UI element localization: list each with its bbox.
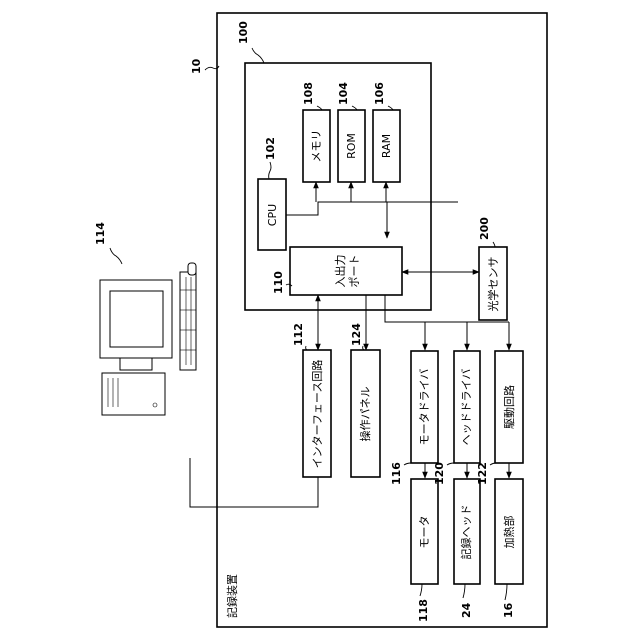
heating-unit-box: 加熱部 bbox=[495, 479, 523, 584]
motor-box: モータ bbox=[411, 479, 438, 584]
ram-box: RAM bbox=[373, 110, 400, 182]
ref-106: 106 bbox=[373, 82, 386, 105]
device-label: 記録装置 bbox=[225, 574, 239, 618]
ref-112: 112 bbox=[292, 323, 305, 346]
heating-unit-label: 加熱部 bbox=[502, 516, 516, 549]
optical-sensor-box: 光学センサ bbox=[479, 247, 507, 320]
ref-24: 24 bbox=[460, 602, 473, 618]
ref-10: 10 bbox=[190, 58, 203, 74]
ref-102: 102 bbox=[264, 137, 277, 160]
ref-104: 104 bbox=[337, 82, 350, 105]
head-driver-label: ヘッドドライバ bbox=[460, 369, 473, 446]
recording-head-label: 記録ヘッド bbox=[459, 505, 473, 560]
memory-label: メモリ bbox=[310, 130, 323, 163]
interface-circuit-box: インターフェース回路 bbox=[303, 350, 331, 477]
io-port-box: 入出力 ポート bbox=[290, 247, 402, 295]
operation-panel-label: 操作パネル bbox=[358, 387, 372, 442]
ref-116: 116 bbox=[390, 462, 403, 485]
bus-cpu bbox=[286, 202, 458, 215]
ref-118: 118 bbox=[417, 599, 430, 622]
ref-108: 108 bbox=[302, 82, 315, 105]
cpu-box: CPU bbox=[258, 179, 286, 250]
ref-120: 120 bbox=[433, 462, 446, 485]
operation-panel-box: 操作パネル bbox=[351, 350, 380, 477]
ref-122: 122 bbox=[476, 462, 489, 485]
ref-124: 124 bbox=[350, 323, 363, 346]
motor-driver-label: モータドライバ bbox=[418, 369, 431, 446]
head-driver-box: ヘッドドライバ bbox=[454, 351, 480, 463]
motor-driver-box: モータドライバ bbox=[411, 351, 438, 463]
motor-label: モータ bbox=[418, 516, 431, 549]
ram-label: RAM bbox=[380, 134, 393, 158]
drive-circuit-label: 駆動回路 bbox=[502, 385, 516, 429]
cpu-label: CPU bbox=[266, 204, 279, 226]
ref-114: 114 bbox=[94, 222, 107, 245]
drive-circuit-box: 駆動回路 bbox=[495, 351, 523, 463]
interface-cable bbox=[190, 458, 318, 507]
computer-icon bbox=[100, 263, 196, 415]
ref-100: 100 bbox=[237, 21, 250, 44]
memory-box: メモリ bbox=[303, 110, 330, 182]
rom-label: ROM bbox=[345, 133, 358, 159]
io-port-label-1: 入出力 bbox=[333, 255, 347, 288]
io-port-label-2: ポート bbox=[348, 255, 361, 288]
interface-circuit-label: インターフェース回路 bbox=[311, 360, 324, 469]
ref-110: 110 bbox=[272, 271, 285, 294]
ref-200: 200 bbox=[478, 217, 491, 240]
rom-box: ROM bbox=[338, 110, 365, 182]
optical-sensor-label: 光学センサ bbox=[486, 257, 500, 312]
recording-head-box: 記録ヘッド bbox=[454, 479, 480, 584]
ref-16: 16 bbox=[502, 602, 515, 618]
